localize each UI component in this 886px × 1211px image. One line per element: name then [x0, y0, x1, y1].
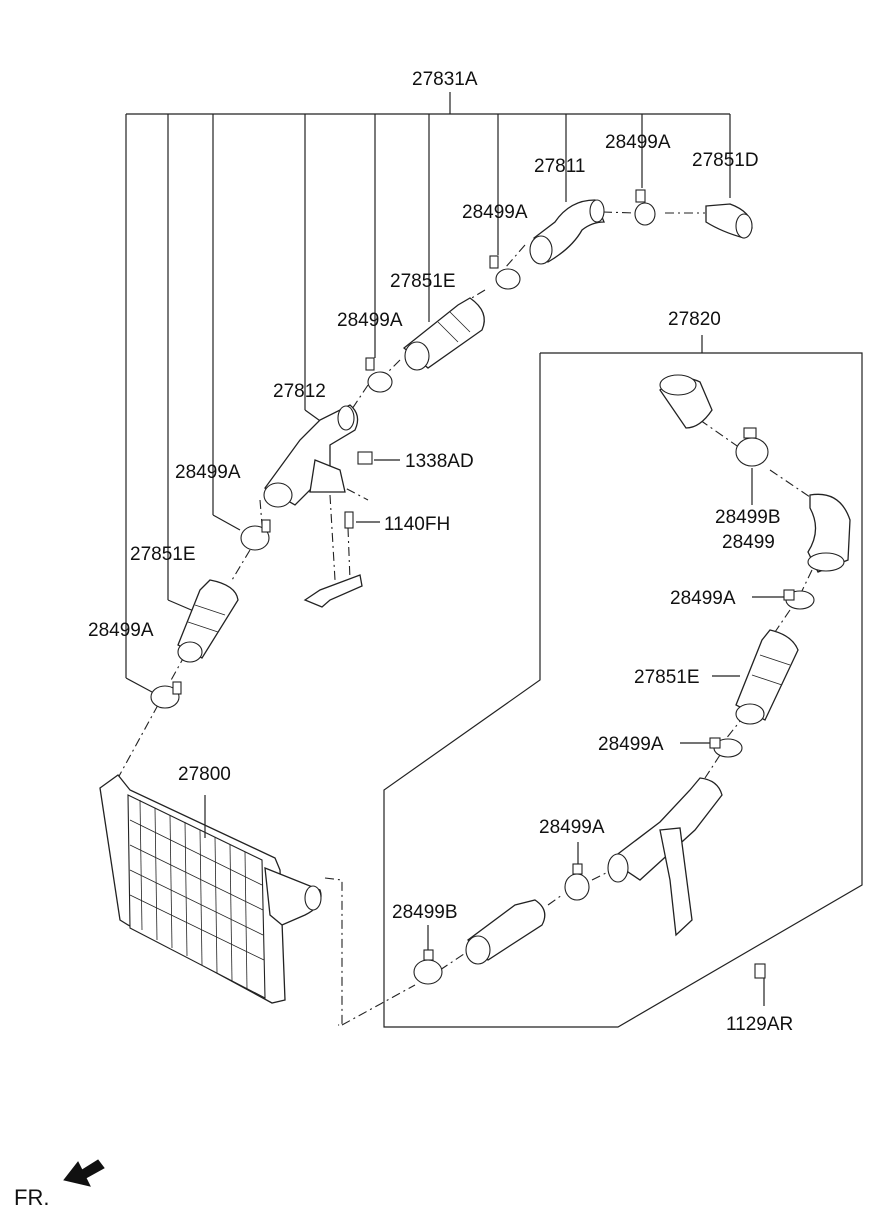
clamp-28499A-6 [752, 589, 815, 610]
label-28499A: 28499A [605, 132, 671, 153]
clamp-28499B-top [735, 427, 769, 505]
front-direction-arrow-icon [63, 1159, 105, 1187]
label-27811: 27811 [534, 156, 585, 177]
hose-27811 [529, 199, 605, 265]
label-28499: 28499 [722, 532, 775, 553]
clamp-28499B-bottom [413, 925, 443, 985]
clamp-28499A-7 [680, 737, 743, 758]
label-28499A: 28499A [598, 734, 664, 755]
label-27851E: 27851E [634, 667, 700, 688]
bracket-plate [303, 574, 363, 608]
clamp-28499A-8 [564, 842, 590, 901]
pipe-lower-right [607, 777, 723, 937]
clamp-28499A-2 [489, 255, 521, 290]
label-28499B: 28499B [392, 902, 458, 923]
clamp-28499A-5 [150, 681, 182, 709]
label-27851E: 27851E [390, 271, 456, 292]
label-27812: 27812 [273, 381, 326, 402]
assembly-27831A-leader-lines [125, 92, 731, 693]
label-28499A: 28499A [539, 817, 605, 838]
label-27820: 27820 [668, 309, 721, 330]
front-label: FR. [14, 1185, 49, 1210]
label-28499A: 28499A [88, 620, 154, 641]
assembly-27820-outline [383, 335, 863, 1028]
hose-27851E-3 [712, 629, 799, 725]
label-1338AD: 1338AD [405, 451, 474, 472]
clamp-28499A-3 [365, 357, 393, 393]
label-27851D: 27851D [692, 150, 759, 171]
hose-27851D [705, 203, 753, 239]
pipe-27812 [263, 404, 359, 508]
label-27800: 27800 [178, 764, 231, 785]
label-27851E: 27851E [130, 544, 196, 565]
elbow-right [807, 493, 851, 573]
label-28499A: 28499A [337, 310, 403, 331]
label-1129AR: 1129AR [726, 1014, 793, 1035]
label-28499A: 28499A [462, 202, 528, 223]
hose-lower [465, 899, 546, 965]
hose-27851E-2 [177, 579, 239, 663]
intercooler-27800 [99, 774, 322, 1004]
label-28499B: 28499B [715, 507, 781, 528]
bolt-1129AR [754, 963, 766, 1006]
label-28499A: 28499A [175, 462, 241, 483]
label-1140FH: 1140FH [384, 514, 450, 535]
clamp-28499A-top [634, 189, 656, 226]
hose-27851E-1 [402, 297, 485, 371]
label-27831A: 27831A [412, 69, 478, 90]
bolt-1140FH [344, 511, 380, 529]
label-28499A: 28499A [670, 588, 736, 609]
nut-1338AD [357, 451, 400, 465]
clamp-28499A-4 [240, 519, 271, 551]
hose-top-right [659, 374, 713, 429]
